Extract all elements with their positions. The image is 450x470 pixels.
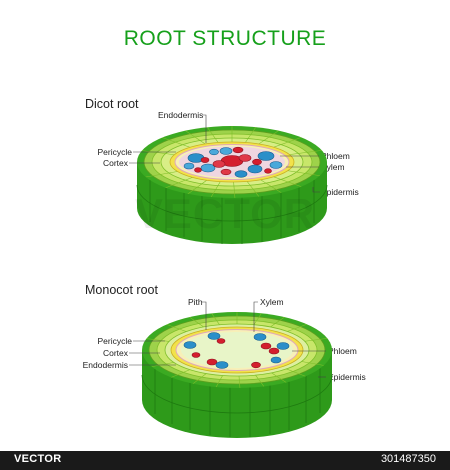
monocot-root-illustration: [142, 310, 332, 438]
watermark-overlay-text: VECTOR: [0, 190, 450, 238]
watermark-brand: VECTOR: [14, 453, 61, 465]
watermark-image-id: 301487350: [381, 453, 436, 465]
